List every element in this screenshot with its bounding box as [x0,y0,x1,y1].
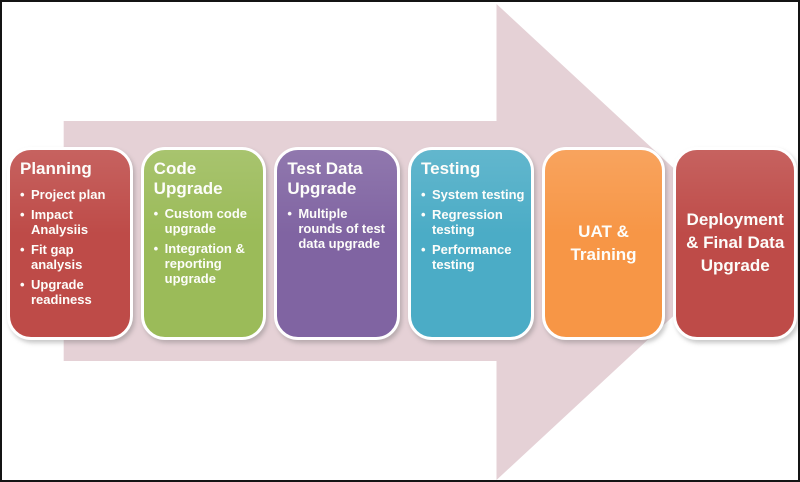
stage-bullet-item: Performance testing [421,242,527,272]
stage-title: Deployment & Final Data Upgrade [686,210,785,275]
stage-bullet-list: System testing Regression testing Perfor… [421,187,527,272]
stage-bullet-item: Custom code upgrade [154,206,260,236]
stage-title: Planning [20,159,92,178]
stage-title: UAT & Training [570,221,637,264]
stage-row: Planning Project plan Impact Analysiis F… [7,147,798,340]
stage-bullet-item: Project plan [20,187,126,202]
stage-bullet-list: Multiple rounds of test data upgrade [287,206,393,251]
stage-bullet-list: Custom code upgrade Integration & report… [154,206,260,286]
stage-bullet-item: Impact Analysiis [20,207,126,237]
stage-bullet-list: Project plan Impact Analysiis Fit gap an… [20,187,126,308]
stage-box-planning: Planning Project plan Impact Analysiis F… [7,147,133,340]
stage-box-test-data-upgrade: Test Data Upgrade Multiple rounds of tes… [274,147,401,340]
stage-box-code-upgrade: Code Upgrade Custom code upgrade Integra… [140,147,267,340]
stage-bullet-item: Regression testing [421,207,527,237]
stage-box-deployment: Deployment & Final Data Upgrade [673,147,798,340]
stage-title: Test Data Upgrade [287,159,363,198]
stage-bullet-item: Integration & reporting upgrade [154,241,260,286]
stage-bullet-item: System testing [421,187,527,202]
stage-box-testing: Testing System testing Regression testin… [408,147,534,340]
stage-bullet-item: Fit gap analysis [20,242,126,272]
stage-box-uat-training: UAT & Training [541,147,666,340]
stage-bullet-item: Upgrade readiness [20,277,126,307]
stage-title: Testing [421,159,481,178]
stage-title: Code Upgrade [153,159,223,198]
stage-bullet-item: Multiple rounds of test data upgrade [287,206,393,251]
